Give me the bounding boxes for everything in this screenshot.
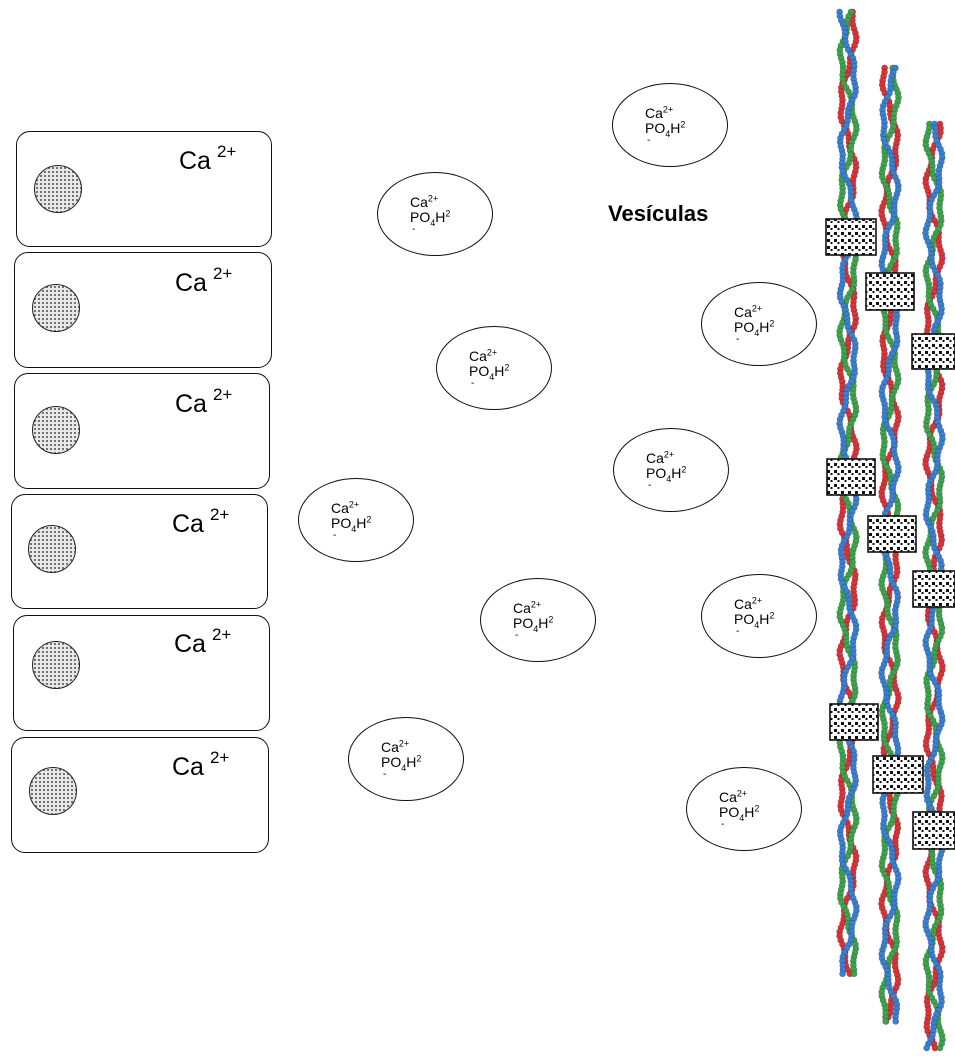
vesicle-contents: Ca2+ PO4H2 — [381, 738, 422, 773]
vesicle-charge: - — [721, 819, 725, 830]
vesicle-charge: - — [736, 626, 740, 637]
mineral-deposit — [825, 218, 877, 256]
vesicle: Ca2+ PO4H2 - — [613, 428, 729, 512]
ion-symbol: Ca — [175, 390, 207, 418]
vesicle-charge: - — [412, 224, 416, 235]
ion-symbol: Ca — [172, 753, 204, 781]
vesicle: Ca2+ PO4H2 - — [436, 326, 552, 410]
ion-charge: 2+ — [209, 504, 230, 524]
vesicle-contents: Ca2+ PO4H2 — [410, 193, 451, 228]
nucleus — [29, 767, 77, 815]
vesicle: Ca2+ PO4H2 - — [686, 767, 802, 851]
vesicle-contents: Ca2+ PO4H2 — [513, 599, 554, 634]
vesicle-contents: Ca2+ PO4H2 — [469, 347, 510, 382]
mineral-deposit — [867, 515, 917, 553]
vesicle-charge: - — [333, 530, 337, 541]
mineral-deposit — [829, 703, 879, 741]
mineral-deposit — [912, 811, 955, 850]
vesicle-charge: - — [515, 630, 519, 641]
mineral-deposit — [872, 755, 924, 794]
vesicle: Ca2+ PO4H2 - — [348, 717, 464, 801]
vesicle: Ca2+ PO4H2 - — [377, 172, 493, 256]
ion-symbol: Ca — [174, 630, 206, 658]
vesicle-charge: - — [648, 480, 652, 491]
vesicle: Ca2+ PO4H2 - — [612, 83, 728, 167]
vesicle-contents: Ca2+ PO4H2 — [331, 499, 372, 534]
ion-symbol: Ca — [175, 269, 207, 297]
vesicle-contents: Ca2+ PO4H2 — [719, 788, 760, 823]
vesicle: Ca2+ PO4H2 - — [701, 574, 817, 658]
ion-charge: 2+ — [212, 263, 233, 283]
vesicle-charge: - — [383, 769, 387, 780]
vesicle: Ca2+ PO4H2 - — [701, 282, 817, 366]
vesicle-charge: - — [471, 378, 475, 389]
vesicle-contents: Ca2+ PO4H2 — [646, 449, 687, 484]
ion-charge: 2+ — [212, 384, 233, 404]
ion-charge: 2+ — [211, 624, 232, 644]
vesicle-charge: - — [647, 135, 651, 146]
vesicle-charge: - — [736, 334, 740, 345]
vesicles-label: Vesículas — [608, 201, 709, 226]
mineral-deposit — [911, 333, 955, 370]
vesicle-contents: Ca2+ PO4H2 — [645, 104, 686, 139]
ion-symbol: Ca — [172, 510, 204, 538]
ion-charge: 2+ — [216, 141, 237, 161]
nucleus — [32, 406, 80, 454]
vesicle: Ca2+ PO4H2 - — [480, 578, 596, 662]
mineral-deposit — [865, 272, 915, 311]
nucleus — [28, 525, 76, 573]
mineral-deposit — [912, 570, 955, 608]
nucleus — [32, 641, 80, 689]
mineral-deposit — [826, 458, 876, 496]
ion-symbol: Ca — [179, 147, 211, 175]
vesicle-contents: Ca2+ PO4H2 — [734, 303, 775, 338]
vesicle-contents: Ca2+ PO4H2 — [734, 595, 775, 630]
nucleus — [34, 165, 82, 213]
vesicle: Ca2+ PO4H2 - — [298, 478, 414, 562]
ion-charge: 2+ — [209, 747, 230, 767]
nucleus — [32, 284, 80, 332]
